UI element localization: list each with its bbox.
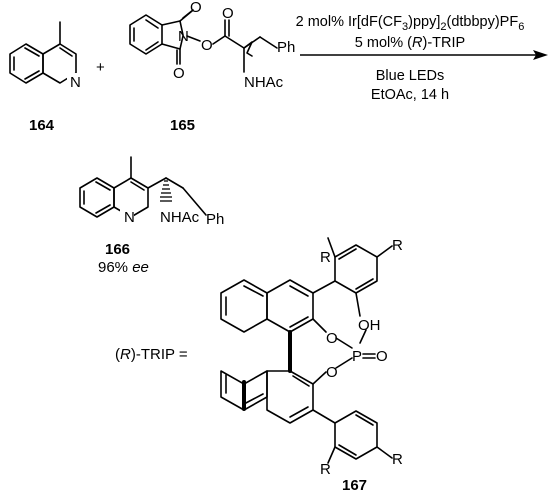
acetamido-group-166: NHAc	[160, 209, 200, 226]
r-group-bottom-right: R	[392, 451, 403, 468]
carbonyl-oxygen-top-165: O	[190, 0, 202, 16]
reactant-165-structure	[129, 9, 278, 73]
carbonyl-oxygen-bottom-165: O	[173, 65, 185, 82]
phosphate-oxygen-upper: O	[326, 330, 338, 347]
product-166-structure	[79, 156, 207, 224]
r-group-top-right: R	[392, 237, 403, 254]
phosphoryl-oxygen: O	[376, 348, 388, 365]
hydroxyl-group: OH	[358, 317, 381, 334]
compound-number-166: 166	[105, 241, 130, 258]
solvent-time-condition: EtOAc, 14 h	[371, 87, 449, 103]
compound-number-164: 164	[29, 117, 55, 134]
ester-oxygen-165: O	[201, 37, 213, 54]
reactant-164-structure	[9, 21, 81, 89]
light-condition: Blue LEDs	[376, 68, 445, 84]
catalyst-167-structure	[220, 237, 393, 464]
r-group-top-left: R	[320, 249, 331, 266]
enantiomeric-excess: 96% ee	[98, 259, 149, 276]
r-group-bottom-left: R	[320, 461, 331, 478]
phosphorus-atom: P	[352, 348, 362, 365]
compound-number-167: 167	[342, 477, 367, 494]
stereo-hash-bond-166	[160, 180, 172, 202]
ester-carbonyl-oxygen-165: O	[222, 5, 234, 22]
compound-number-165: 165	[170, 117, 195, 134]
imide-nitrogen-165: N	[178, 28, 189, 45]
ring-nitrogen-166: N	[124, 209, 135, 226]
reaction-arrowhead	[533, 50, 548, 60]
trip-label: (R)-TRIP =	[115, 346, 188, 363]
ring-nitrogen-164: N	[70, 74, 81, 91]
phenyl-group-165: Ph	[277, 39, 295, 56]
phenyl-group-166: Ph	[206, 211, 224, 228]
chiral-catalyst-condition: 5 mol% (R)-TRIP	[355, 35, 465, 51]
acetamido-group-165: NHAc	[244, 74, 284, 91]
phosphate-oxygen-lower: O	[326, 364, 338, 381]
catalyst-condition: 2 mol% Ir[dF(CF3)ppy]2(dtbbpy)PF6	[296, 14, 525, 33]
plus-sign: +	[96, 59, 105, 76]
